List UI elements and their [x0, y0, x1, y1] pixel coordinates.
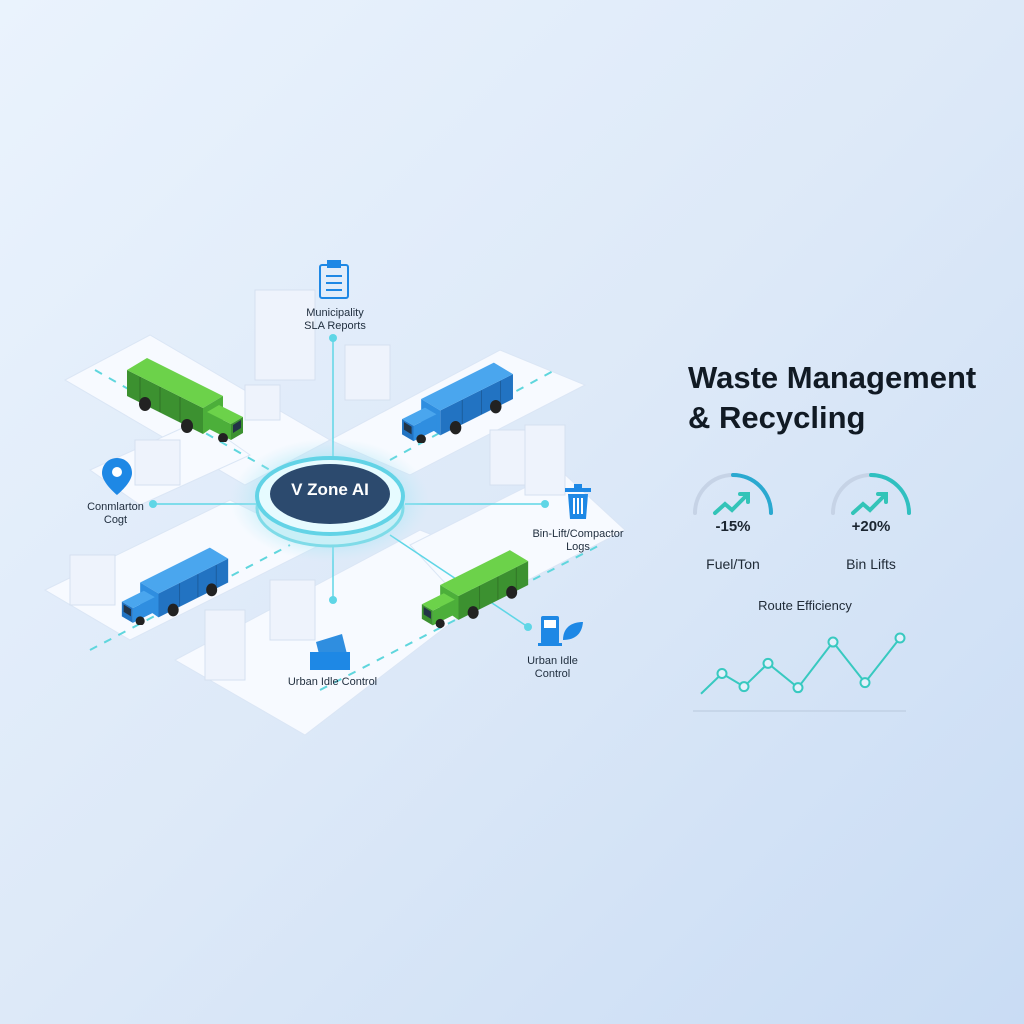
- gauge-fuel-ton: [693, 473, 773, 515]
- location-pin-icon: [102, 458, 132, 495]
- kpi-value: -15%: [715, 518, 751, 535]
- fuel-leaf-icon: [538, 616, 583, 646]
- data-point: [894, 632, 906, 644]
- data-point: [859, 677, 871, 689]
- connector-dot: [541, 500, 549, 508]
- kpi-label: Bin Lifts: [846, 556, 896, 572]
- data-point: [762, 657, 774, 669]
- kpi-label: Fuel/Ton: [706, 556, 760, 572]
- data-point: [827, 636, 839, 648]
- data-point: [716, 667, 728, 679]
- connector-dot: [149, 500, 157, 508]
- kpi-value: +20%: [851, 518, 891, 535]
- hub-label: V Zone AI: [291, 480, 369, 499]
- route-efficiency-chart: [700, 632, 906, 695]
- hub-platform[interactable]: [230, 438, 430, 562]
- node-label-urban-idle: Urban Idle Control: [527, 655, 578, 680]
- clipboard-icon: [319, 260, 349, 299]
- route-efficiency-title: Route Efficiency: [758, 598, 852, 613]
- connector-dot: [524, 623, 532, 631]
- gauge-bin-lifts: [831, 473, 911, 515]
- connector-dot: [329, 596, 337, 604]
- connector-dot: [329, 334, 337, 342]
- data-point: [792, 682, 804, 694]
- panel-title: Waste Management& Recycling: [688, 360, 977, 435]
- node-label-idle-control: Urban Idle Control: [287, 676, 378, 688]
- node-label-bin-lift-logs: Bin-Lift/Compactor Logs: [532, 528, 624, 553]
- trash-bin-icon: [565, 484, 591, 519]
- node-label-location: Conmlarton Cogt: [87, 501, 144, 526]
- tablet-icon: [310, 634, 350, 670]
- node-label-sla-reports: Municipality SLA Reports: [304, 307, 366, 332]
- data-point: [738, 681, 750, 693]
- buildings: [69, 289, 566, 681]
